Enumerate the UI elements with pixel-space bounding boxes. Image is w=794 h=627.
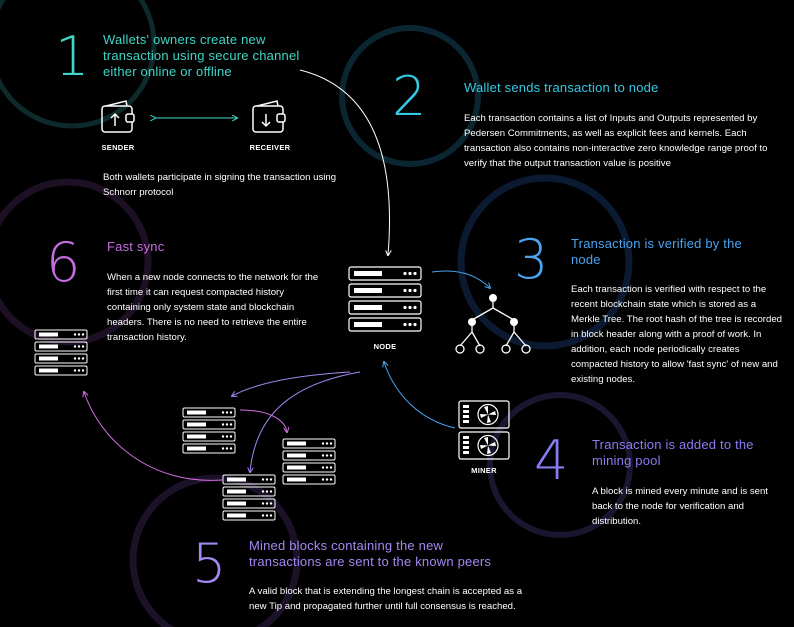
ring-step1 [0,0,157,129]
miner-rig-icon [458,400,510,460]
peer-server-icon [222,474,276,521]
ring-step4 [487,392,633,538]
ring-step2 [339,25,481,167]
node-server-icon [348,266,422,332]
step4-title: Transaction is added to the mining pool [592,437,754,468]
step3-number: 3 [514,228,549,291]
step3-description: Each transaction is verified with respec… [571,284,782,385]
ring-step3 [457,174,633,350]
step3-title: Transaction is verified by the node [571,236,742,267]
step1-description: Both wallets participate in signing the … [103,172,337,198]
node-label: NODE [373,342,397,351]
peer-server-icon [182,407,236,454]
new-node-server-icon [34,329,88,376]
arrow-wallet-to-node [299,69,390,255]
step1-title: Wallets' owners create new transaction u… [103,32,300,79]
arrow-miner-to-node [384,362,456,429]
receiver-label: RECEIVER [249,143,291,152]
arrow-peer-to-peer [239,409,287,432]
step2-title: Wallet sends transaction to node [464,80,659,95]
step1-number: 1 [55,25,90,88]
step2-number: 2 [392,65,427,128]
ring-step5 [129,474,301,627]
arrow-node-to-peer-b [250,371,361,472]
wallet-sender-icon [101,100,135,133]
miner-label: MINER [471,466,497,475]
arrow-peers-to-fastsync [84,392,223,481]
step4-description: A block is mined every minute and is sen… [592,486,768,527]
wallet-receiver-icon [252,100,286,133]
step5-title: Mined blocks containing the new transact… [249,538,492,569]
arrow-node-to-peer-a [232,371,351,396]
sender-label: SENDER [101,143,135,152]
step6-description: When a new node connects to the network … [107,272,319,343]
step5-description: A valid block that is extending the long… [249,586,523,612]
step6-number: 6 [46,231,81,294]
arrow-node-to-verify [431,270,490,288]
peer-server-icon [282,438,336,485]
step2-description: Each transaction contains a list of Inpu… [464,113,768,169]
merkle-tree-icon [455,294,531,354]
step4-number: 4 [534,429,569,492]
step5-number: 5 [192,532,227,595]
step6-title: Fast sync [107,239,165,254]
